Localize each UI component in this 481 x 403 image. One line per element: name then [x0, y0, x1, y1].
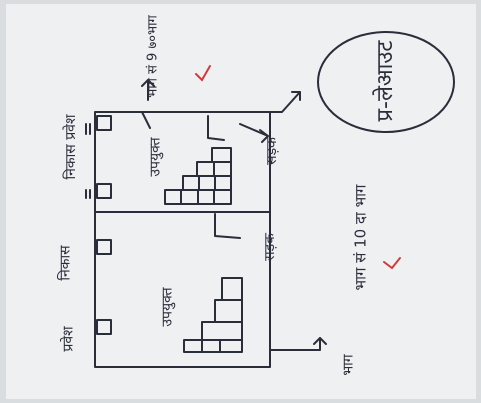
opening-3: [96, 239, 112, 255]
road-arrow-corner: [239, 123, 269, 137]
check-mark-bottom: [383, 257, 401, 270]
left-label-mid: निकास: [57, 245, 74, 281]
road-arrow-top: [244, 91, 301, 113]
check-mark-top: [195, 65, 211, 82]
bottom-land-label: भाग सं 10 दा भाग: [351, 184, 370, 291]
road-label-top: सड़क: [263, 137, 280, 165]
top-right-land-label: भाग सं 9 ७०भाग: [145, 15, 161, 98]
road-arrow-bottom: [269, 337, 321, 351]
door-mid: [214, 213, 241, 239]
door-top: [207, 115, 225, 141]
left-label-top: निकास प्रवेश: [63, 114, 79, 180]
bottom-land-suffix: भाग: [340, 354, 357, 376]
building-outline: [94, 111, 271, 368]
staircase-top: [164, 147, 232, 205]
room-label-bottom: उपयुक्त: [159, 287, 176, 327]
opening-4: [96, 319, 112, 335]
room-label-top: उपयुक्त: [147, 137, 164, 177]
left-label-bottom: प्रवेश: [60, 326, 77, 352]
badge-ellipse: [317, 31, 455, 133]
staircase-bottom: [183, 277, 243, 353]
badge-label: प्र-लेआउट: [373, 40, 398, 122]
road-label-mid: सड़क: [261, 233, 278, 261]
opening-1: [96, 115, 112, 131]
opening-2: [96, 183, 112, 199]
